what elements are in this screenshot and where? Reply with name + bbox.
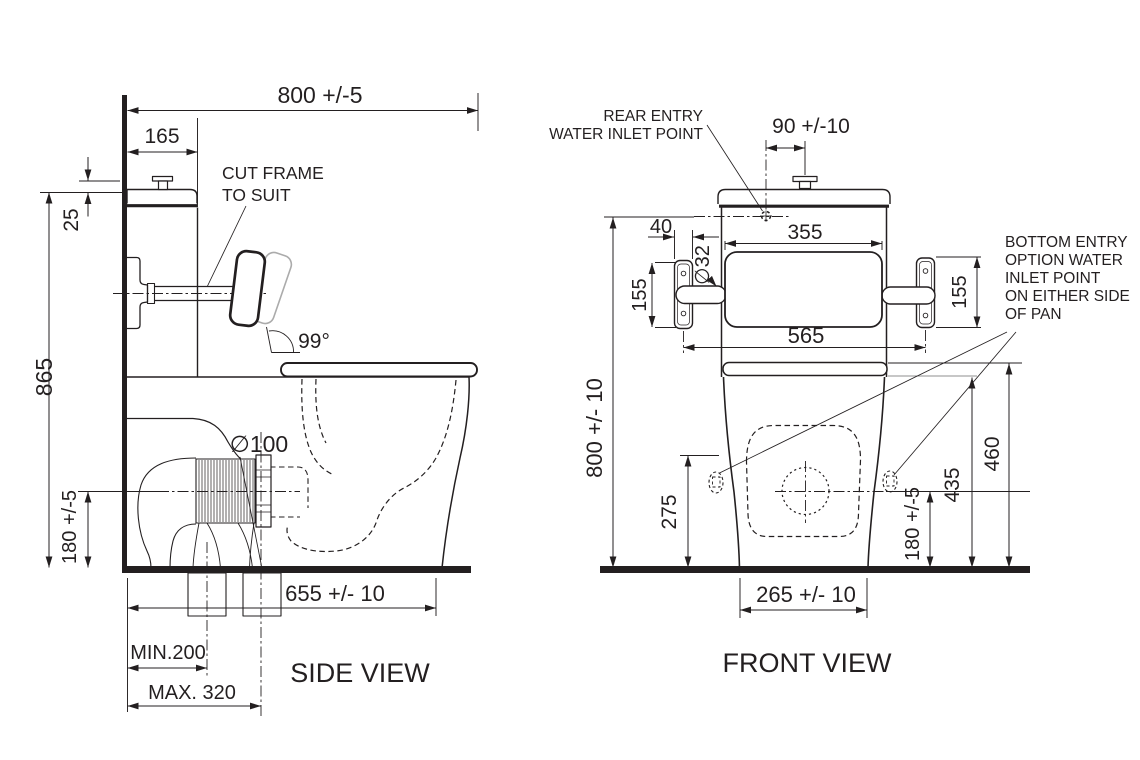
front-view: 90 +/-10 REAR ENTRY WATER INLET POINT 80… bbox=[549, 108, 1130, 678]
pipe-flange bbox=[255, 454, 272, 528]
floor-line-front bbox=[600, 566, 1030, 573]
backrest-pad-front bbox=[724, 251, 883, 328]
side-view: 800 +/-5 165 25 865 180 +/-5 ∅100 99° CU… bbox=[31, 82, 479, 716]
note-cut-frame-line1: CUT FRAME bbox=[222, 163, 324, 183]
note-cut-frame-line2: TO SUIT bbox=[222, 185, 291, 205]
dim-frame-span: 565 bbox=[788, 323, 825, 348]
bottom-entry-leader-right bbox=[893, 331, 1017, 476]
seat-side bbox=[280, 362, 478, 378]
dim-cistern-depth: 165 bbox=[144, 125, 179, 148]
note-rear-entry-line2: WATER INLET POINT bbox=[549, 126, 703, 143]
frame-rod-right bbox=[881, 286, 936, 305]
flush-button-front bbox=[792, 175, 818, 183]
outlet-pipe-side bbox=[137, 432, 300, 716]
dim-outlet-dia: ∅100 bbox=[230, 431, 288, 457]
dim-pan-top-height: 435 bbox=[941, 467, 964, 502]
bottom-inlet-left bbox=[708, 471, 724, 494]
dim-base-width: 265 +/- 10 bbox=[756, 582, 856, 607]
angle-arc bbox=[268, 330, 294, 353]
flexible-connector bbox=[195, 458, 256, 524]
dim-post-height-left: 155 bbox=[629, 278, 651, 311]
dim-rod-dia: ∅32 bbox=[692, 245, 714, 285]
note-bottom-entry-line5: OF PAN bbox=[1005, 306, 1062, 323]
note-bottom-entry-line2: OPTION WATER bbox=[1005, 252, 1123, 269]
side-view-title: SIDE VIEW bbox=[290, 658, 430, 688]
note-rear-entry-line1: REAR ENTRY bbox=[603, 108, 703, 125]
floor-outlet-stub-max bbox=[242, 572, 282, 617]
dim-post-width: 40 bbox=[650, 216, 672, 238]
front-view-dimensions bbox=[609, 141, 1013, 618]
rear-entry-leader bbox=[706, 124, 763, 212]
front-view-title: FRONT VIEW bbox=[722, 648, 892, 678]
frame-rod-left bbox=[675, 285, 727, 305]
cistern-side bbox=[126, 118, 199, 377]
dim-post-height-right: 155 bbox=[949, 275, 971, 308]
dim-inlet-height: 800 +/- 10 bbox=[582, 378, 607, 478]
pan-front bbox=[706, 124, 1030, 569]
note-bottom-entry-line4: ON EITHER SIDE bbox=[1005, 288, 1130, 305]
outlet-dia-leader bbox=[239, 456, 262, 567]
dim-button-height: 25 bbox=[60, 208, 83, 231]
dim-inlet-offset: 90 +/-10 bbox=[772, 115, 850, 138]
backrest-pad bbox=[228, 249, 267, 328]
cut-frame-leader bbox=[207, 205, 247, 287]
side-view-dimensions bbox=[40, 93, 479, 712]
dim-seat-height: 460 bbox=[981, 436, 1004, 471]
dim-pan-depth: 655 +/- 10 bbox=[285, 581, 385, 606]
pan-fixing-outline bbox=[745, 424, 862, 538]
bottom-inlet-right bbox=[882, 470, 898, 493]
dim-bottom-inlet-height: 180 +/-5 bbox=[902, 487, 924, 561]
note-bottom-entry-line3: INLET POINT bbox=[1005, 270, 1101, 287]
dim-rear-inlet-height: 275 bbox=[658, 494, 681, 529]
dim-outlet-height-side: 180 +/-5 bbox=[59, 490, 81, 564]
dim-seat-angle: 99° bbox=[298, 330, 330, 353]
note-bottom-entry-line1: BOTTOM ENTRY bbox=[1005, 234, 1128, 251]
dim-depth-overall: 800 +/-5 bbox=[277, 82, 362, 108]
dim-outlet-min: MIN.200 bbox=[130, 642, 206, 664]
dim-outlet-max: MAX. 320 bbox=[148, 682, 236, 704]
seat-front bbox=[722, 361, 888, 377]
bottom-entry-leader-left bbox=[719, 331, 1008, 474]
wall-section bbox=[122, 95, 127, 573]
flush-button-side bbox=[151, 175, 174, 182]
floor-line-side bbox=[122, 566, 471, 573]
dim-backrest-width: 355 bbox=[787, 221, 822, 244]
wall-bracket bbox=[126, 256, 149, 330]
backrest-frame-front bbox=[673, 251, 936, 330]
dim-height-overall: 865 bbox=[31, 358, 57, 396]
pan-side bbox=[127, 362, 478, 569]
backrest-frame-side bbox=[113, 205, 300, 353]
